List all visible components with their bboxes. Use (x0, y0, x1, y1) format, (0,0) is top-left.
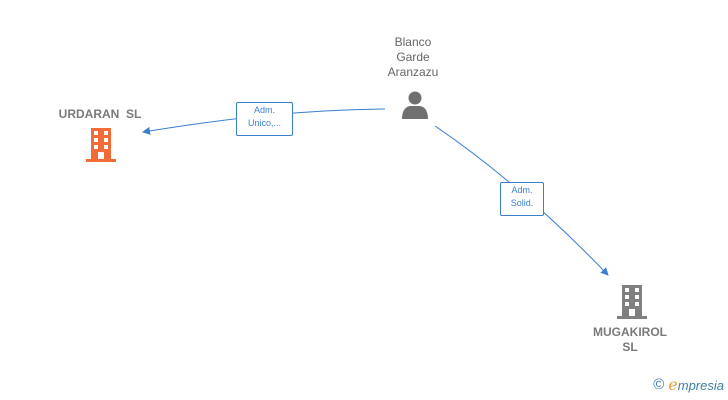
edge-label-adm-solid-line-2: Solid. (510, 198, 534, 208)
edge-label-adm-unico-line-2: Unico,... (247, 118, 281, 128)
person-label-line-2: Garde (396, 50, 430, 64)
brand-watermark: © empresia (653, 375, 724, 394)
person-icon[interactable] (400, 90, 430, 120)
company-urdaran-label-line-1: URDARAN SL (58, 107, 142, 121)
edge-label-adm-solid-line-1: Adm. (511, 185, 533, 195)
edge-label-adm-unico-line-1: Adm. (253, 105, 275, 115)
person-label-line-3: Aranzazu (387, 65, 439, 79)
edge-label-adm-solid[interactable]: Adm. Solid. (500, 182, 544, 216)
brand-logo-text: mpresia (677, 378, 724, 393)
edge-label-adm-unico[interactable]: Adm. Unico,... (236, 102, 293, 136)
company-mugakirol-label[interactable]: MUGAKIROL SL (580, 325, 680, 355)
company-mugakirol-label-line-1: MUGAKIROL (593, 325, 667, 339)
person-node-label[interactable]: Blanco Garde Aranzazu (373, 35, 453, 80)
person-label-line-1: Blanco (394, 35, 432, 49)
building-icon[interactable] (616, 285, 648, 319)
company-mugakirol-label-line-2: SL (622, 340, 638, 354)
company-urdaran-label[interactable]: URDARAN SL (40, 107, 160, 122)
brand-logo-letter: e (668, 375, 678, 394)
copyright-icon: © (653, 376, 665, 393)
building-icon[interactable] (85, 128, 117, 162)
